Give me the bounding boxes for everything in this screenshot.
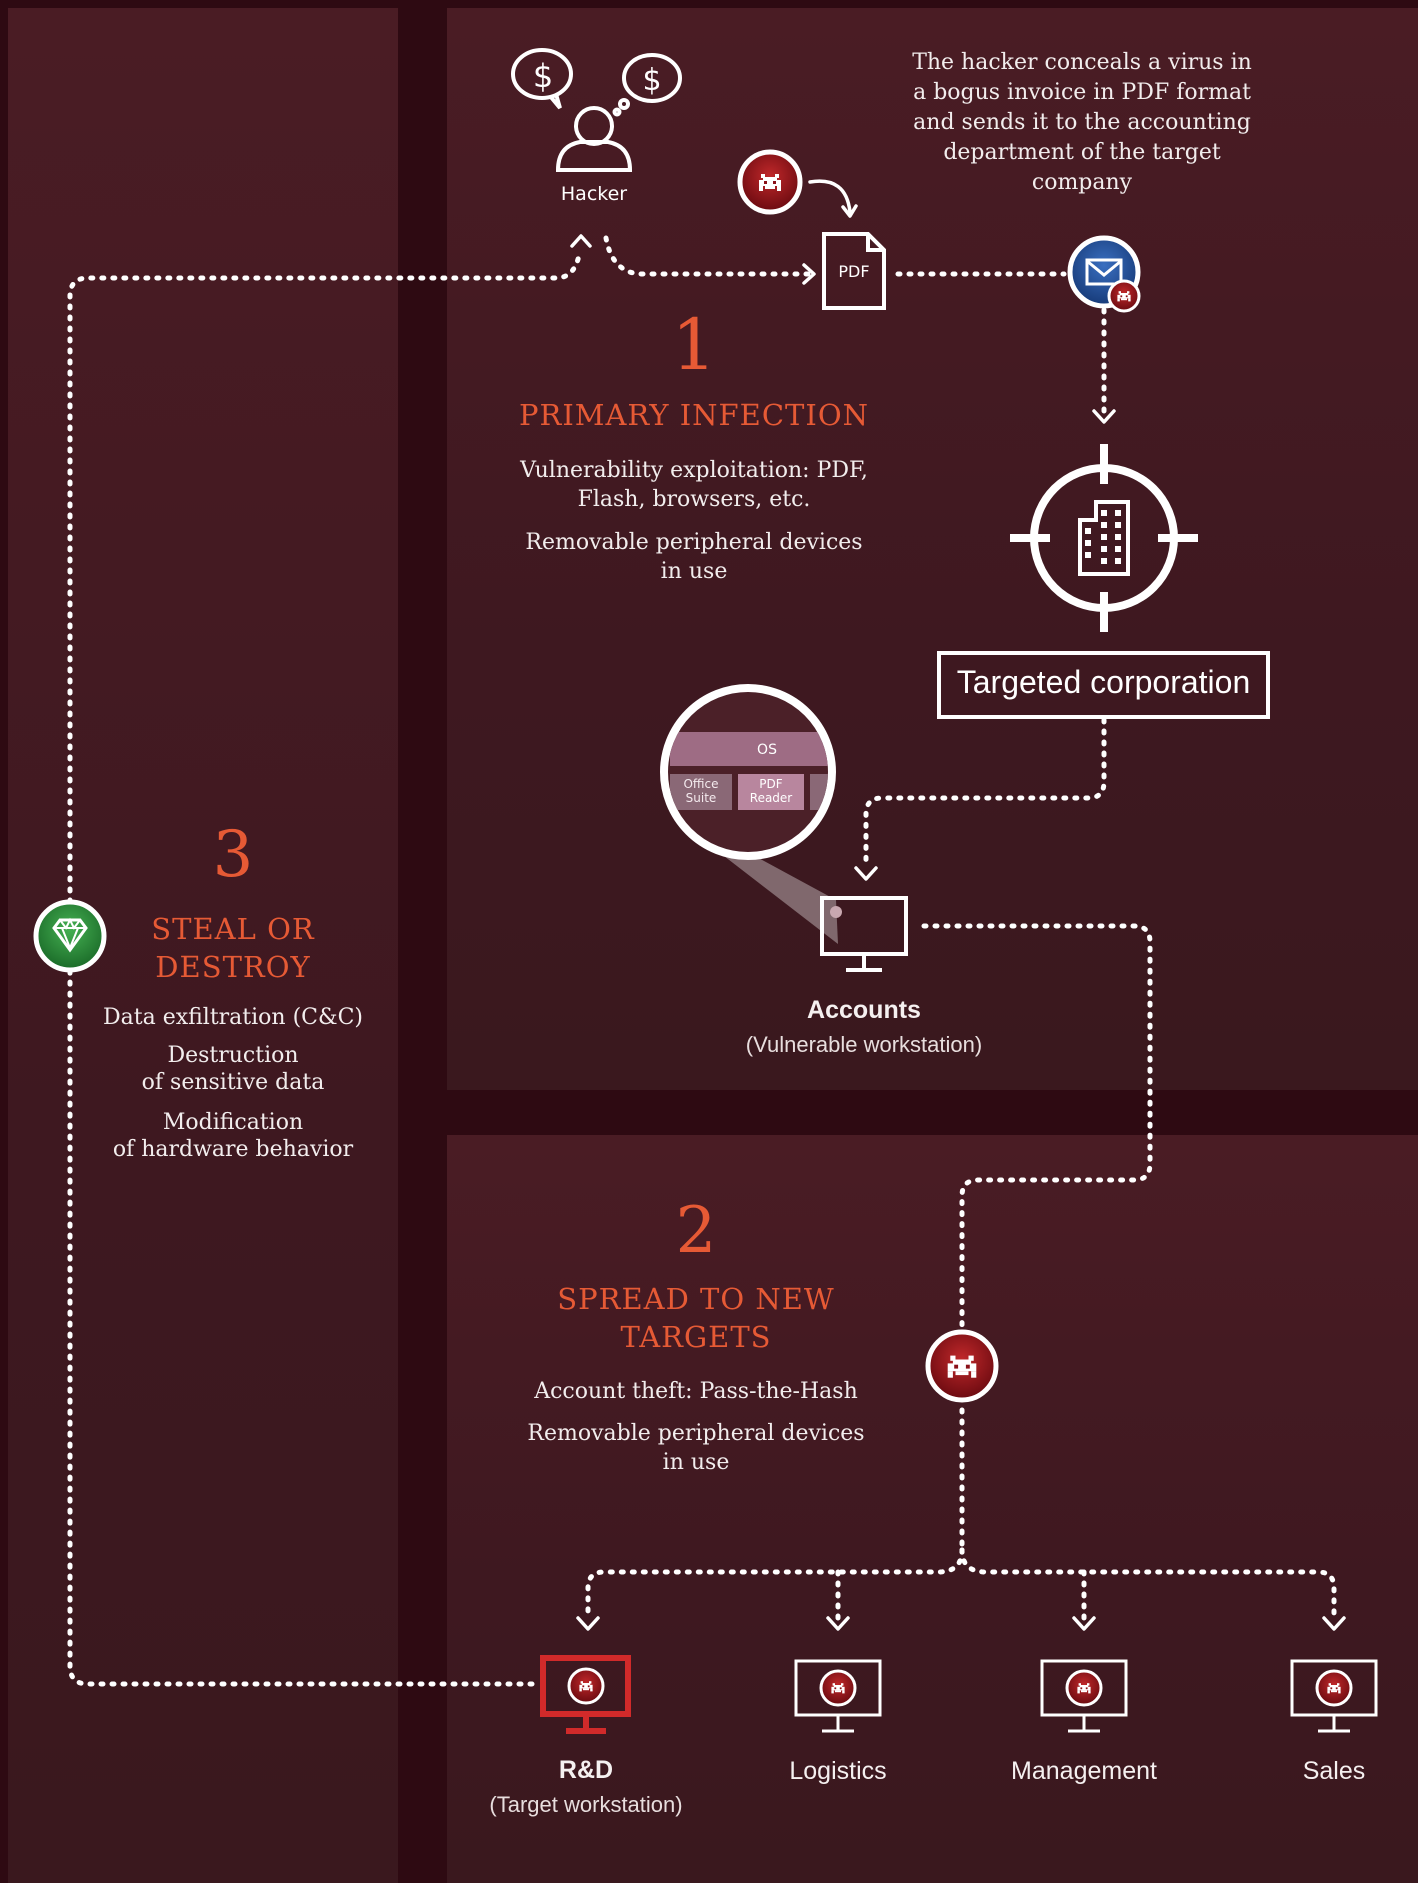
dollar-sign-icon: $ xyxy=(533,57,553,95)
stage1-item-vulnerability: Vulnerability exploitation: PDF, Flash, … xyxy=(484,456,904,514)
title-line: SPREAD TO NEW xyxy=(557,1282,835,1316)
title-line: TARGETS xyxy=(620,1320,772,1354)
zoom-line: Office xyxy=(683,777,719,791)
workstation-label-management: Management xyxy=(1011,1757,1157,1785)
workstation-label-rnd: R&D xyxy=(558,1756,614,1784)
zoom-line: Reader xyxy=(749,791,793,805)
stage1-title: PRIMARY INFECTION xyxy=(518,398,869,432)
body-line: in use xyxy=(660,559,728,584)
virus-invader-icon xyxy=(1107,279,1141,313)
stage2-item-peripherals: Removable peripheral devices in use xyxy=(486,1419,906,1477)
zoom-pdf-reader-label: PDF Reader xyxy=(738,777,804,805)
targeted-corporation-box xyxy=(937,651,1270,719)
zoom-line: PDF xyxy=(759,777,783,791)
stage3-item-exfiltration: Data exfiltration (C&C) xyxy=(102,1005,363,1030)
zoom-os-label: OS xyxy=(757,742,777,758)
title-line: STEAL OR xyxy=(151,912,315,946)
rnd-monitor-icon xyxy=(540,1655,631,1734)
accounts-label: Accounts xyxy=(807,996,921,1024)
body-line: of sensitive data xyxy=(141,1070,325,1095)
body-line: Removable peripheral devices xyxy=(527,1421,865,1446)
workstation-sublabel-rnd: (Target workstation) xyxy=(489,1792,683,1817)
stage2-number: 2 xyxy=(675,1194,717,1268)
description-line: The hacker conceals a virus in xyxy=(912,50,1252,75)
title-line: DESTROY xyxy=(155,950,311,984)
hacker-label: Hacker xyxy=(560,183,628,205)
dollar-sign-icon: $ xyxy=(642,63,661,98)
virus-invader-icon xyxy=(925,1329,999,1403)
virus-invader-icon xyxy=(737,149,803,215)
description-line: a bogus invoice in PDF format xyxy=(913,80,1251,105)
body-line: Removable peripheral devices xyxy=(525,530,863,555)
body-line: Vulnerability exploitation: PDF, xyxy=(520,458,868,483)
description-line: and sends it to the accounting xyxy=(913,110,1251,135)
stage3-title: STEAL OR DESTROY xyxy=(98,910,368,986)
zoom-magnifier xyxy=(660,684,838,944)
accounts-monitor-icon xyxy=(820,896,908,972)
top-right-panel xyxy=(447,8,1418,1090)
body-line: Flash, browsers, etc. xyxy=(577,487,811,512)
description-line: department of the target xyxy=(943,140,1221,165)
hacker-person-icon xyxy=(511,48,682,172)
stage3-number: 3 xyxy=(212,818,254,892)
sales-monitor-icon xyxy=(1290,1659,1378,1733)
stage3-item-modification: Modification of hardware behavior xyxy=(88,1109,378,1163)
stage2-title: SPREAD TO NEW TARGETS xyxy=(486,1280,906,1356)
body-line: of hardware behavior xyxy=(112,1137,354,1162)
stage2-item-account-theft: Account theft: Pass-the-Hash xyxy=(534,1379,858,1404)
zoom-line: Suite xyxy=(685,791,717,805)
accounts-sublabel: (Vulnerable workstation) xyxy=(745,1032,983,1057)
body-line: Destruction xyxy=(167,1043,299,1068)
bottom-right-panel xyxy=(447,1135,1418,1883)
stage3-item-destruction: Destruction of sensitive data xyxy=(88,1042,378,1096)
body-line: Modification xyxy=(162,1110,304,1135)
management-monitor-icon xyxy=(1040,1659,1128,1733)
body-line: in use xyxy=(662,1450,730,1475)
stage1-number: 1 xyxy=(671,304,717,386)
description-line: company xyxy=(1031,170,1133,195)
pdf-label: PDF xyxy=(838,262,870,281)
attack-description: The hacker conceals a virus in a bogus i… xyxy=(890,48,1274,198)
crosshair-building-icon xyxy=(1010,444,1198,632)
logistics-monitor-icon xyxy=(794,1659,882,1733)
workstation-label-sales: Sales xyxy=(1302,1757,1366,1785)
pdf-document-icon xyxy=(822,232,886,310)
diamond-icon xyxy=(33,899,107,973)
targeted-corporation-label: Targeted corporation xyxy=(956,664,1251,700)
workstation-label-logistics: Logistics xyxy=(789,1757,887,1785)
zoom-office-suite-label: Office Suite xyxy=(670,777,732,805)
stage1-item-peripherals: Removable peripheral devices in use xyxy=(484,528,904,586)
